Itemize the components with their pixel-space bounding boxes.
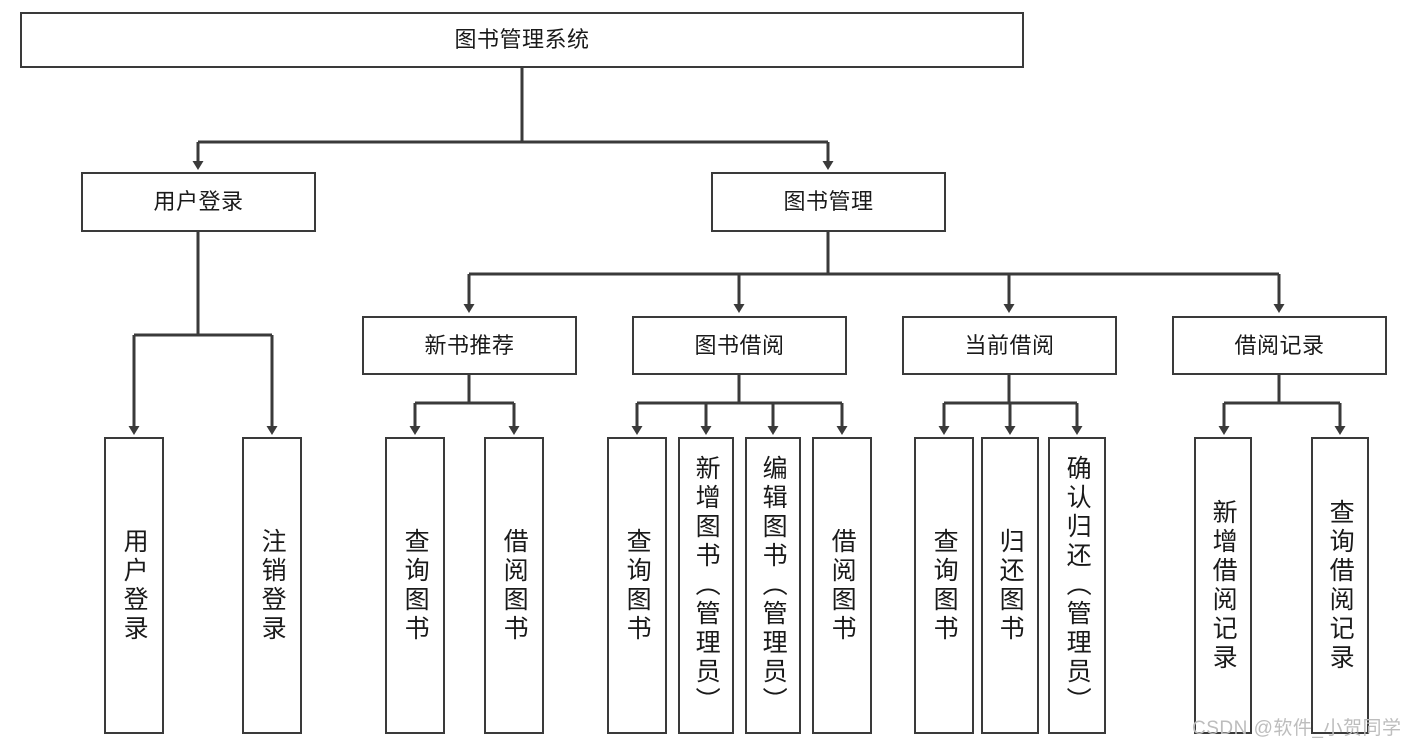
node-leaf-edit-book-admin[interactable]: 编辑图书（管理员）	[745, 437, 801, 734]
node-label: 编辑图书（管理员）	[759, 455, 788, 716]
node-leaf-confirm-return-admin[interactable]: 确认归还（管理员）	[1048, 437, 1106, 734]
node-label: 借阅图书	[500, 527, 529, 644]
node-leaf-return-book[interactable]: 归还图书	[981, 437, 1039, 734]
csdn-watermark: CSDN @软件_小贺同学	[1192, 718, 1402, 739]
node-label: 新增图书（管理员）	[692, 455, 721, 716]
node-label: 当前借阅	[964, 332, 1055, 358]
node-label: 新书推荐	[424, 332, 515, 358]
node-label: 归还图书	[996, 527, 1025, 644]
node-leaf-borrow-book-recommend[interactable]: 借阅图书	[484, 437, 544, 734]
node-label: 查询借阅记录	[1326, 498, 1355, 673]
node-leaf-query-book-current[interactable]: 查询图书	[914, 437, 974, 734]
node-borrow-record[interactable]: 借阅记录	[1172, 316, 1387, 375]
node-label: 借阅图书	[828, 527, 857, 644]
node-label: 查询图书	[623, 527, 652, 644]
node-label: 图书借阅	[694, 332, 785, 358]
node-leaf-add-borrow-record[interactable]: 新增借阅记录	[1194, 437, 1252, 734]
node-label: 图书管理	[783, 189, 874, 215]
node-leaf-user-login[interactable]: 用户登录	[104, 437, 164, 734]
node-leaf-query-borrow-record[interactable]: 查询借阅记录	[1311, 437, 1369, 734]
node-leaf-query-book-borrow[interactable]: 查询图书	[607, 437, 667, 734]
node-new-book-recommend[interactable]: 新书推荐	[362, 316, 577, 375]
node-leaf-logout[interactable]: 注销登录	[242, 437, 302, 734]
node-book-borrow[interactable]: 图书借阅	[632, 316, 847, 375]
node-label: 图书管理系统	[454, 27, 590, 53]
node-user-login[interactable]: 用户登录	[81, 172, 316, 232]
node-leaf-borrow-book[interactable]: 借阅图书	[812, 437, 872, 734]
node-current-borrow[interactable]: 当前借阅	[902, 316, 1117, 375]
node-label: 用户登录	[120, 527, 149, 644]
node-label: 确认归还（管理员）	[1063, 455, 1092, 716]
node-label: 用户登录	[153, 189, 244, 215]
node-leaf-query-book-recommend[interactable]: 查询图书	[385, 437, 445, 734]
node-leaf-add-book-admin[interactable]: 新增图书（管理员）	[678, 437, 734, 734]
node-book-management[interactable]: 图书管理	[711, 172, 946, 232]
node-label: 注销登录	[258, 527, 287, 644]
node-root-system[interactable]: 图书管理系统	[20, 12, 1024, 68]
node-label: 查询图书	[930, 527, 959, 644]
node-label: 查询图书	[401, 527, 430, 644]
node-label: 新增借阅记录	[1209, 498, 1238, 673]
node-label: 借阅记录	[1234, 332, 1325, 358]
